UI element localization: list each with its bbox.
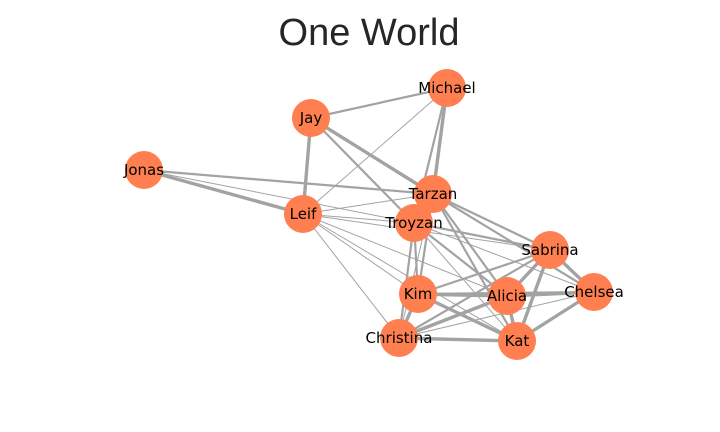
edge-michael-leif — [302, 87, 448, 215]
edge-jonas-leif — [142, 168, 305, 216]
edge-jay-troyzan — [309, 116, 416, 225]
node-label-chelsea: Chelsea — [564, 283, 624, 301]
node-jonas[interactable] — [125, 151, 163, 189]
graph-title: One World — [279, 12, 460, 54]
edge-alicia-christina — [397, 294, 509, 340]
edge-troyzan-kat — [413, 222, 518, 342]
edge-jay-michael — [309, 86, 449, 120]
edge-jay-tarzan — [309, 116, 435, 196]
node-kat[interactable] — [498, 322, 536, 360]
node-label-tarzan: Tarzan — [408, 185, 458, 203]
edge-jonas-tarzan — [142, 168, 435, 196]
edge-leif-christina — [302, 213, 400, 339]
node-label-kim: Kim — [404, 285, 433, 303]
edge-tarzan-sabrina — [431, 192, 552, 252]
edge-leif-kim — [302, 213, 419, 295]
node-jay[interactable] — [292, 99, 330, 137]
node-chelsea[interactable] — [575, 273, 613, 311]
node-alicia[interactable] — [488, 277, 526, 315]
edge-leif-alicia — [302, 213, 508, 297]
edge-troyzan-sabrina — [412, 221, 552, 252]
node-layer — [125, 69, 613, 360]
node-leif[interactable] — [284, 195, 322, 233]
node-label-michael: Michael — [418, 79, 475, 97]
node-label-sabrina: Sabrina — [521, 241, 578, 259]
edge-leif-tarzan — [302, 193, 434, 215]
node-label-alicia: Alicia — [487, 287, 527, 305]
edge-chelsea-christina — [398, 291, 595, 339]
node-troyzan[interactable] — [395, 204, 433, 242]
node-sabrina[interactable] — [531, 231, 569, 269]
node-michael[interactable] — [428, 69, 466, 107]
node-kim[interactable] — [399, 275, 437, 313]
node-tarzan[interactable] — [414, 175, 452, 213]
edge-sabrina-kim — [416, 248, 552, 296]
node-label-christina: Christina — [366, 329, 433, 347]
node-label-kat: Kat — [505, 332, 530, 350]
edge-tarzan-kat — [431, 192, 519, 343]
node-label-leif: Leif — [290, 205, 317, 223]
edge-troyzan-chelsea — [413, 222, 595, 293]
node-christina[interactable] — [380, 319, 418, 357]
node-label-troyzan: Troyzan — [384, 214, 442, 232]
edge-christina-kat — [397, 336, 519, 343]
node-label-jonas: Jonas — [123, 161, 164, 179]
edge-jonas-troyzan — [143, 169, 415, 224]
node-label-jay: Jay — [299, 109, 323, 127]
